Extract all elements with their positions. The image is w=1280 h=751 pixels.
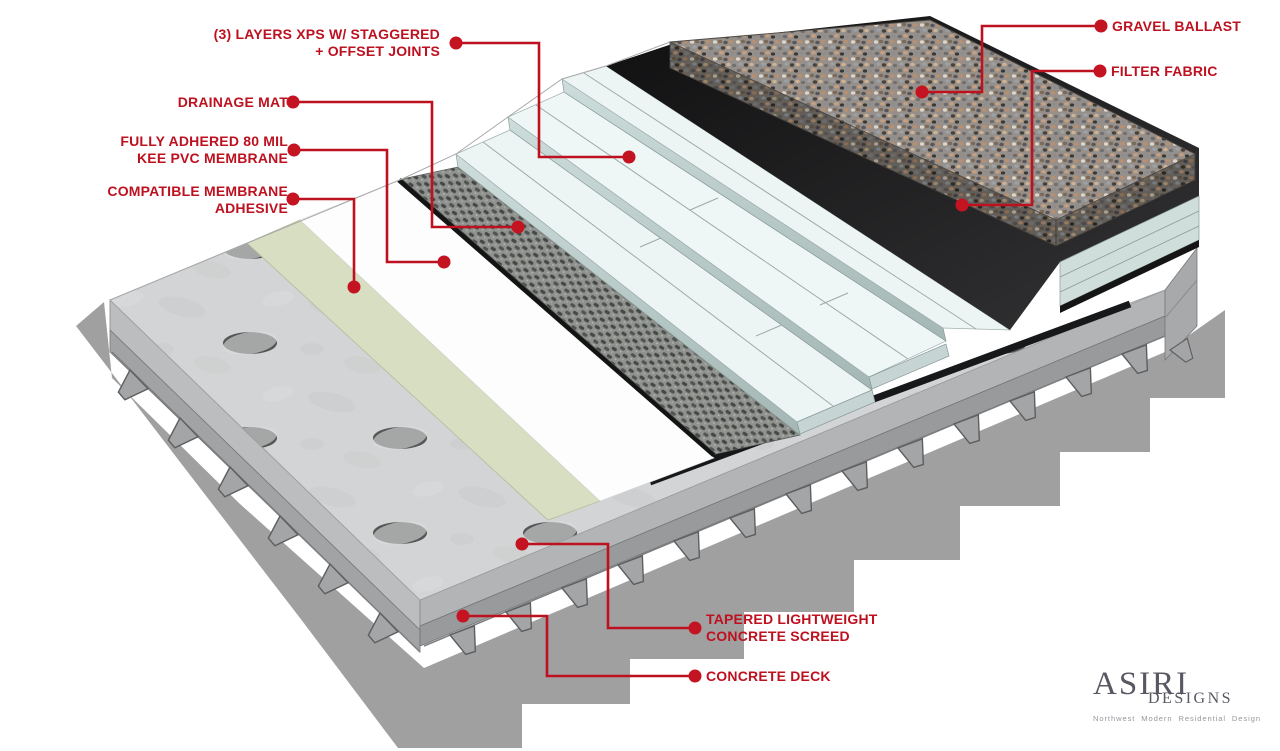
- xps-layer-2: [507, 91, 950, 391]
- label-filter-fabric: FILTER FABRIC: [1111, 63, 1218, 80]
- label-concrete-screed: TAPERED LIGHTWEIGHT CONCRETE SCREED: [706, 611, 878, 644]
- logo-brand-text: ASIRI: [1093, 666, 1190, 702]
- concrete-deck-left-face: [109, 299, 421, 653]
- logo-tagline-text: Northwest Modern Residential Design: [1093, 714, 1261, 723]
- xps-layer-3: [561, 65, 1012, 342]
- label-line: (3) LAYERS XPS W/ STAGGERED: [213, 26, 440, 42]
- label-line: FULLY ADHERED 80 MIL: [120, 133, 288, 149]
- leader-dots: [286, 19, 1108, 683]
- label-xps-insulation: (3) LAYERS XPS W/ STAGGERED + OFFSET JOI…: [214, 26, 440, 59]
- gravel-ballast-slab: [668, 19, 1197, 247]
- label-drainage-mat: DRAINAGE MAT: [178, 94, 288, 111]
- label-gravel-ballast: GRAVEL BALLAST: [1112, 18, 1241, 35]
- label-line: ADHESIVE: [214, 199, 288, 216]
- back-edge-line: [109, 41, 671, 301]
- label-line: TAPERED LIGHTWEIGHT: [706, 611, 878, 627]
- membrane-edge-line: [648, 300, 1132, 486]
- label-line: DRAINAGE MAT: [177, 94, 288, 110]
- logo-suffix-text: DESIGNS: [1148, 690, 1234, 707]
- asiri-designs-logo: ASIRI DESIGNS Northwest Modern Residenti…: [1093, 666, 1261, 730]
- assembly-end-cut-face: [1164, 246, 1200, 367]
- xps-layer-1: [455, 129, 876, 436]
- label-pvc-membrane: FULLY ADHERED 80 MIL KEE PVC MEMBRANE: [120, 133, 288, 166]
- label-line: COMPATIBLE MEMBRANE: [107, 183, 288, 199]
- label-line: FILTER FABRIC: [1111, 63, 1218, 79]
- leader-lines: [293, 24, 1101, 678]
- label-line: GRAVEL BALLAST: [1112, 18, 1242, 34]
- label-line: CONCRETE SCREED: [706, 627, 850, 644]
- label-line: KEE PVC MEMBRANE: [137, 149, 288, 166]
- label-line: CONCRETE DECK: [706, 668, 831, 684]
- label-membrane-adhesive: COMPATIBLE MEMBRANE ADHESIVE: [107, 183, 288, 216]
- cast-shadow: [76, 302, 1225, 748]
- label-line: + OFFSET JOINTS: [315, 42, 440, 59]
- concrete-deck-front-face: [419, 289, 1166, 659]
- xps-end-cut-band: [1059, 195, 1200, 313]
- label-concrete-deck: CONCRETE DECK: [706, 668, 831, 685]
